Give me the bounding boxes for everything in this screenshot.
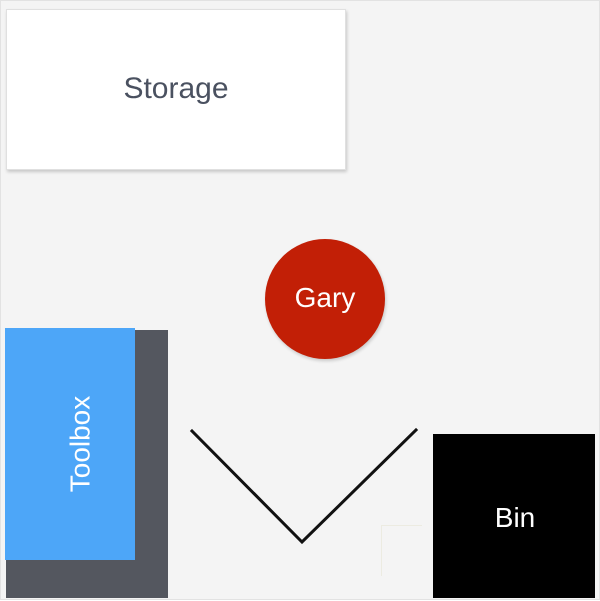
toolbox-area: Toolbox — [5, 328, 135, 560]
bin-area: Bin — [433, 434, 595, 598]
storage-label: Storage — [123, 71, 229, 105]
person-label: Gary — [294, 281, 356, 313]
person-gary: Gary — [265, 239, 385, 359]
toolbox-label: Toolbox — [63, 395, 95, 493]
faint-corner-mark — [381, 525, 422, 576]
bin-label: Bin — [494, 502, 536, 533]
storage-area: Storage — [6, 9, 346, 170]
